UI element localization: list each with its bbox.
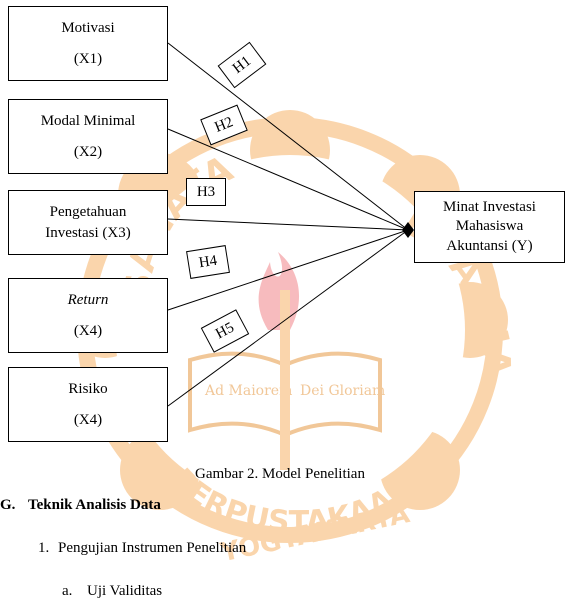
variable-code: (X2) [73,143,103,160]
variable-code: (X4) [73,411,103,428]
figure-caption: Gambar 2. Model Penelitian [195,466,365,482]
section-heading: G. Teknik Analisis Data [0,497,161,514]
section-title: Teknik Analisis Data [28,497,161,513]
variable-box-risiko: Risiko (X4) [8,367,168,442]
variable-label: Pengetahuan [49,204,127,221]
path-line-x1 [167,42,409,231]
dependent-line-2: Mahasiswa [455,218,524,235]
variable-label: Return [67,292,109,309]
subsection-heading: 1. Pengujian Instrumen Penelitian [38,540,246,557]
subsubsection-number: a. [62,583,73,599]
torch-handle [280,290,290,470]
variable-box-return: Return (X4) [8,278,168,353]
subsection-title: Pengujian Instrumen Penelitian [58,540,247,556]
watermark-motto-left: Ad Maiorem [204,383,292,399]
path-line-x2 [167,128,409,231]
arrowhead-icon [402,222,414,238]
variable-code: (X1) [73,50,103,67]
variable-box-motivasi: Motivasi (X1) [8,6,168,81]
path-line-x3 [167,218,409,231]
variable-code: (X4) [73,322,103,339]
subsubsection-heading: a. Uji Validitas [62,583,162,600]
variable-box-pengetahuan-investasi: Pengetahuan Investasi (X3) [8,190,168,255]
subsubsection-title: Uji Validitas [87,583,163,599]
dependent-line-3: Akuntansi (Y) [446,237,533,254]
variable-label: Modal Minimal [40,113,136,130]
variable-box-modal-minimal: Modal Minimal (X2) [8,99,168,174]
path-line-x4 [167,229,409,311]
hypothesis-label-h3: H3 [186,178,226,206]
variable-label: Risiko [68,381,108,398]
path-line-x5 [167,229,409,407]
section-number: G. [0,497,16,513]
variable-code: Investasi (X3) [45,224,131,241]
variable-label: Motivasi [61,20,115,37]
dependent-variable-box: Minat Investasi Mahasiswa Akuntansi (Y) [414,191,565,263]
dependent-line-1: Minat Investasi [443,198,536,215]
subsection-number: 1. [38,540,50,556]
watermark-motto-right: Dei Gloriam [300,383,385,399]
